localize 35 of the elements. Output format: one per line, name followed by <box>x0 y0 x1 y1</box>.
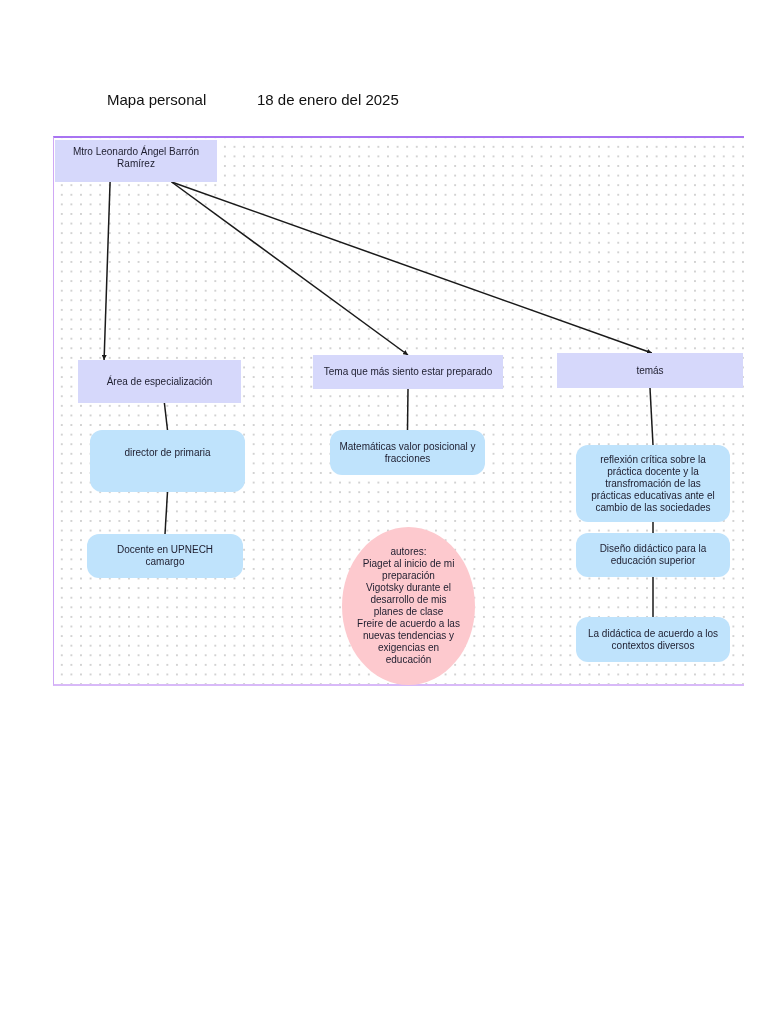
node-text: reflexión crítica sobre la práctica docente y la transfromación de las prácticas educativas ante el cambio de las sociedades <box>590 453 716 514</box>
connector-line <box>163 402 169 431</box>
connector-line <box>406 388 409 431</box>
connector-line <box>164 491 169 535</box>
heading-box <box>55 140 217 182</box>
arrow <box>170 181 653 354</box>
heading-box <box>557 353 743 388</box>
node-text: Matemáticas valor posicional y fracciones <box>339 440 476 465</box>
node-text: Freire de acuerdo a las nuevas tendencias y exigencias en educación <box>356 618 461 666</box>
node-text: Tema que más siento estar preparado <box>323 366 493 378</box>
rounded-box <box>576 617 730 662</box>
arrow <box>170 181 409 356</box>
connector-line <box>652 576 654 618</box>
rounded-box <box>576 445 730 522</box>
node-text: Piaget al inicio de mi preparación <box>361 558 456 582</box>
node-text: Área de especialización <box>106 375 213 388</box>
heading-box <box>313 355 503 389</box>
node-text: Docente en UPNECH camargo <box>115 544 215 568</box>
node-text: temás <box>636 364 664 377</box>
node-text: director de primaria <box>124 447 211 459</box>
connector-line <box>649 387 654 446</box>
heading-box <box>78 360 241 403</box>
node-text: Mtro Leonardo Ángel Barrón Ramírez <box>71 146 201 170</box>
node-text: La didáctica de acuerdo a los contextos diversos <box>586 627 720 652</box>
node-text: Vigotsky durante el desarrollo de mis planes de clase <box>365 582 452 618</box>
node-text: autores: <box>390 546 427 558</box>
title: Mapa personal <box>107 91 207 109</box>
rounded-box <box>576 533 730 577</box>
rounded-box <box>330 430 485 475</box>
node-text: Diseño didáctico para la educación superior <box>598 543 708 567</box>
arrow <box>101 181 111 361</box>
rounded-box <box>90 430 245 492</box>
rounded-box <box>87 534 243 578</box>
date-label: 18 de enero del 2025 <box>257 91 399 109</box>
connector-line <box>652 521 654 534</box>
